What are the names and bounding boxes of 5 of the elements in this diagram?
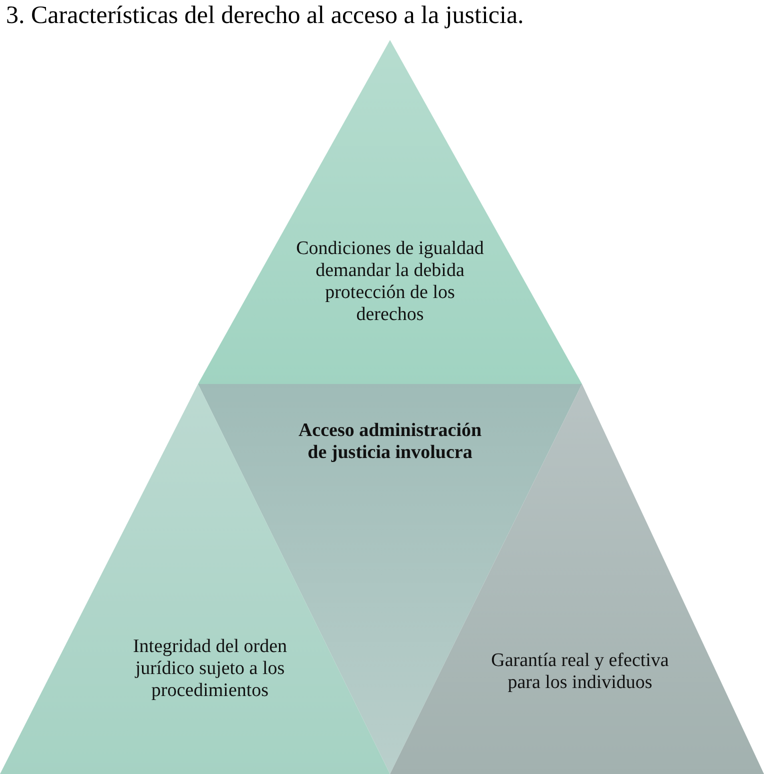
segment-text: Condiciones de igualdad demandar la debida protección de los derechos [295, 238, 485, 326]
segment-text: Integridad del orden jurídico sujeto a los procedimientos [132, 636, 288, 702]
diagram-title: 3. Características del derecho al acceso a la justicia. [6, 2, 524, 30]
segment-text: Acceso administración de justicia involucra [297, 420, 483, 464]
segment-text: Garantía real y efectiva para los individuos [490, 650, 670, 694]
